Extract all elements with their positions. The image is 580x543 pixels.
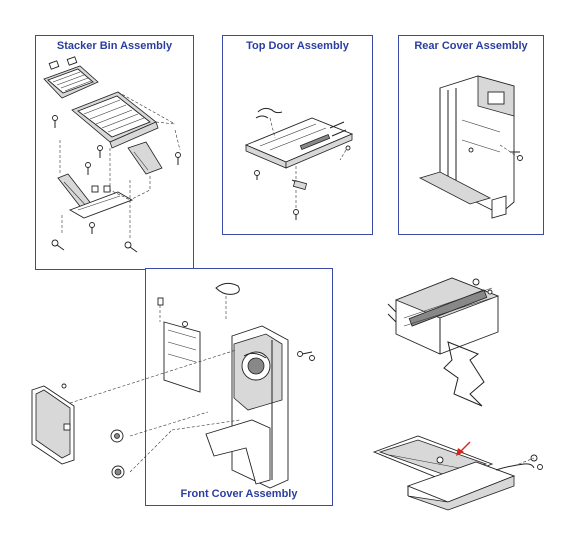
stacker-bin-title: Stacker Bin Assembly <box>56 40 173 52</box>
top-door-title: Top Door Assembly <box>246 40 349 52</box>
rear-cover-title: Rear Cover Assembly <box>414 40 528 52</box>
gasket-drawing <box>443 341 485 407</box>
stacker-bin-drawing <box>43 56 181 253</box>
front-cover-drawing <box>69 282 315 489</box>
paper-guide-drawing <box>372 435 543 511</box>
fuser-assembly-drawing <box>387 277 500 355</box>
side-plate-drawing <box>31 383 75 465</box>
front-cover-title: Front Cover Assembly <box>180 488 298 500</box>
top-door-drawing <box>244 107 354 220</box>
rear-cover-drawing <box>418 75 523 219</box>
red-arrow-icon <box>456 441 471 456</box>
